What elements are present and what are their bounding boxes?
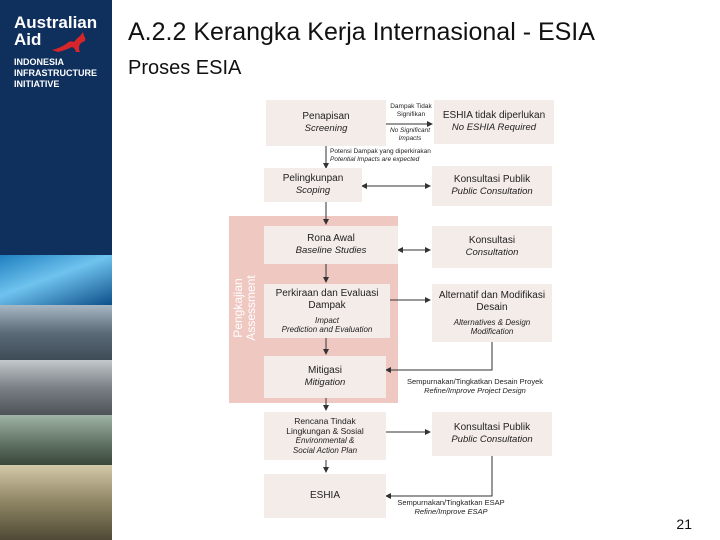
action-plan-box: Rencana Tindak Lingkungan & Sosial Envir…	[264, 412, 386, 460]
refine-esap-label: Sempurnakan/Tingkatkan ESAP Refine/Impro…	[396, 498, 506, 516]
alternatives-label-en-2: Modification	[471, 327, 514, 336]
impact-label-en-2: Prediction and Evaluation	[282, 325, 373, 334]
action-plan-line-2: Lingkungan & Sosial	[286, 426, 364, 436]
refine-design-line-1: Sempurnakan/Tingkatkan Desain Proyek	[400, 377, 550, 386]
refine-design-line-2: Refine/Improve Project Design	[400, 386, 550, 395]
consult3-label: Konsultasi Publik	[454, 422, 530, 434]
baseline-label-en: Baseline Studies	[296, 245, 367, 257]
expected-impacts-label: Potensi Dampak yang diperkirakan Potenti…	[330, 148, 450, 164]
expected-line-2: Potential Impacts are expected	[330, 156, 450, 164]
refine-design-label: Sempurnakan/Tingkatkan Desain Proyek Ref…	[400, 377, 550, 395]
alternatives-box: Alternatif dan Modifikasi Desain Alterna…	[432, 284, 552, 342]
action-plan-line-1: Rencana Tindak	[294, 416, 355, 426]
baseline-label: Rona Awal	[307, 233, 355, 245]
no-impact-line-2: Signifikan	[386, 111, 436, 119]
arrow-alternatives-to-mitigation	[386, 342, 492, 370]
alternatives-label-en-1: Alternatives & Design	[454, 318, 530, 327]
mitigation-box: Mitigasi Mitigation	[264, 356, 386, 398]
public-consultation-box-3: Konsultasi Publik Public Consultation	[432, 412, 552, 456]
refine-esap-line-1: Sempurnakan/Tingkatkan ESAP	[396, 498, 506, 507]
baseline-box: Rona Awal Baseline Studies	[264, 226, 398, 264]
arrow-consult3-to-eshia	[386, 456, 492, 496]
no-eshia-label-en: No ESHIA Required	[452, 122, 536, 134]
public-consultation-box-1: Konsultasi Publik Public Consultation	[432, 166, 552, 206]
impact-label-en-1: Impact	[315, 316, 339, 325]
refine-esap-line-2: Refine/Improve ESAP	[396, 507, 506, 516]
consultation-box-2: Konsultasi Consultation	[432, 226, 552, 268]
no-impact-line-1: Dampak Tidak	[386, 103, 436, 111]
no-impact-label: Dampak Tidak Signifikan	[386, 103, 436, 119]
screening-box: Penapisan Screening	[266, 100, 386, 146]
consult2-label-en: Consultation	[466, 247, 519, 259]
no-impact-label-en: No Significant Impacts	[384, 127, 436, 143]
action-plan-line-3: Environmental &	[296, 436, 355, 446]
mitigation-label-en: Mitigation	[305, 377, 346, 389]
no-impact-line-4: Impacts	[384, 135, 436, 143]
no-eshia-label: ESHIA tidak diperlukan	[443, 110, 545, 122]
action-plan-line-4: Social Action Plan	[293, 446, 357, 456]
scoping-label: Pelingkunpan	[283, 173, 344, 185]
screening-label: Penapisan	[302, 111, 349, 123]
mitigation-label: Mitigasi	[308, 365, 342, 377]
consult3-label-en: Public Consultation	[451, 434, 532, 446]
page-number: 21	[676, 516, 692, 532]
consult1-label: Konsultasi Publik	[454, 174, 530, 186]
screening-label-en: Screening	[305, 123, 348, 135]
impact-box: Perkiraan dan Evaluasi Dampak Impact Pre…	[264, 284, 390, 338]
eshia-label: ESHIA	[310, 490, 340, 502]
scoping-label-en: Scoping	[296, 185, 330, 197]
no-eshia-box: ESHIA tidak diperlukan No ESHIA Required	[434, 100, 554, 144]
scoping-box: Pelingkunpan Scoping	[264, 168, 362, 202]
consult1-label-en: Public Consultation	[451, 186, 532, 198]
expected-line-1: Potensi Dampak yang diperkirakan	[330, 148, 450, 156]
no-impact-line-3: No Significant	[384, 127, 436, 135]
alternatives-label: Alternatif dan Modifikasi Desain	[434, 290, 550, 314]
eshia-box: ESHIA	[264, 474, 386, 518]
impact-label: Perkiraan dan Evaluasi Dampak	[268, 288, 386, 312]
consult2-label: Konsultasi	[469, 235, 515, 247]
